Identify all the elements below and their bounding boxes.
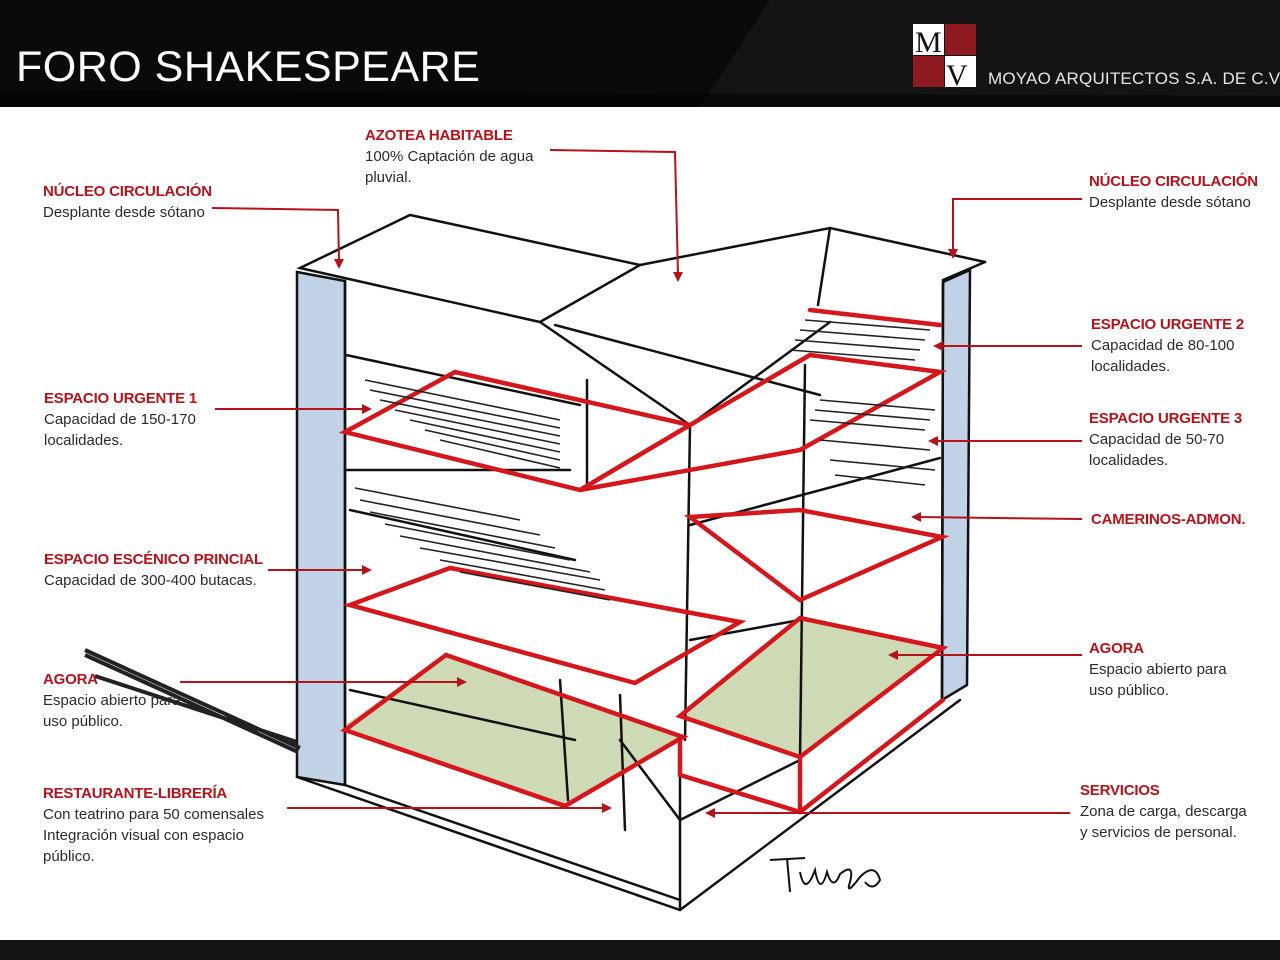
leader-nucleo-right — [952, 198, 1082, 252]
annotation-line: pluvial. — [365, 169, 412, 186]
annotation-line: uso público. — [1089, 682, 1170, 699]
annotation-urgente1: ESPACIO URGENTE 1 Capacidad de 150-170 l… — [44, 388, 197, 451]
annotation-title: AGORA — [43, 671, 98, 688]
annotation-line: Capacidad de 150-170 — [44, 411, 196, 428]
annotation-line: Con teatrino para 50 comensales — [43, 806, 264, 823]
circulation-core-right — [940, 268, 972, 703]
seating-tiers — [354, 319, 936, 601]
annotation-line: localidades. — [1091, 358, 1171, 375]
agora-plaza-right — [680, 618, 943, 757]
slab-highlights — [338, 307, 950, 815]
annotation-agora-left: AGORA Espacio abierto para uso público. — [43, 669, 181, 732]
annotation-line: Capacidad de 300-400 butacas. — [44, 572, 257, 589]
agora-plaza-left — [340, 655, 683, 806]
annotation-nucleo-right: NÚCLEO CIRCULACIÓN Desplante desde sótan… — [1089, 171, 1258, 213]
annotation-title: CAMERINOS-ADMON. — [1091, 511, 1246, 528]
annotation-line: localidades. — [44, 432, 124, 449]
footer-bar — [0, 940, 1280, 960]
logo-monogram: M V — [915, 26, 968, 87]
annotation-line: público. — [43, 848, 95, 865]
leader-lines — [180, 149, 1083, 814]
annotation-title: AGORA — [1089, 640, 1144, 657]
circulation-core-left — [295, 270, 347, 787]
annotation-line: Capacidad de 50-70 — [1089, 431, 1225, 448]
leader-arrowheads — [334, 249, 958, 818]
annotation-line: y servicios de personal. — [1080, 824, 1237, 841]
annotation-line: Desplante desde sótano — [43, 204, 205, 221]
annotation-title: SERVICIOS — [1080, 782, 1160, 799]
header-banner: FORO SHAKESPEARE M V MOYAO ARQUITECTOS S… — [0, 0, 1280, 107]
annotation-escenico: ESPACIO ESCÉNICO PRINCIAL Capacidad de 3… — [44, 549, 263, 591]
annotation-line: Zona de carga, descarga — [1080, 803, 1247, 820]
annotation-line: Espacio abierto para — [1089, 661, 1227, 678]
firm-name: MOYAO ARQUITECTOS S.A. DE C.V. — [988, 69, 1280, 88]
annotation-urgente2: ESPACIO URGENTE 2 Capacidad de 80-100 lo… — [1091, 314, 1244, 377]
annotation-agora-right: AGORA Espacio abierto para uso público. — [1089, 638, 1227, 701]
svg-text:M: M — [915, 26, 942, 59]
annotation-title: NÚCLEO CIRCULACIÓN — [1089, 173, 1258, 190]
annotation-line: Desplante desde sótano — [1089, 194, 1251, 211]
annotation-line: Capacidad de 80-100 — [1091, 337, 1235, 354]
annotation-nucleo-left: NÚCLEO CIRCULACIÓN Desplante desde sótan… — [43, 181, 212, 223]
annotation-camerinos: CAMERINOS-ADMON. — [1091, 509, 1245, 530]
annotation-title: AZOTEA HABITABLE — [365, 127, 513, 144]
annotation-line: Espacio abierto para — [43, 692, 181, 709]
annotation-line: uso público. — [43, 713, 124, 730]
annotation-servicios: SERVICIOS Zona de carga, descarga y serv… — [1080, 780, 1247, 843]
annotation-line: localidades. — [1089, 452, 1169, 469]
annotation-title: ESPACIO URGENTE 2 — [1091, 316, 1245, 333]
annotation-title: ESPACIO URGENTE 3 — [1089, 410, 1243, 427]
annotation-azotea: AZOTEA HABITABLE 100% Captación de agua … — [365, 125, 533, 188]
svg-text:V: V — [946, 59, 968, 87]
firm-logo: M V — [913, 24, 976, 87]
annotation-title: RESTAURANTE-LIBRERÍA — [43, 785, 228, 802]
annotation-restaurante: RESTAURANTE-LIBRERÍA Con teatrino para 5… — [43, 783, 264, 867]
ground-line — [84, 648, 301, 754]
annotation-title: ESPACIO URGENTE 1 — [44, 390, 198, 407]
page-title: FORO SHAKESPEARE — [16, 43, 481, 91]
annotation-line: 100% Captación de agua — [365, 148, 534, 165]
annotation-title: NÚCLEO CIRCULACIÓN — [43, 183, 212, 200]
annotation-title: ESPACIO ESCÉNICO PRINCIAL — [44, 551, 263, 568]
header-background — [0, 0, 1280, 107]
leader-azotea — [549, 149, 679, 276]
leader-nucleo-left — [211, 207, 340, 263]
annotation-line: Integración visual con espacio — [43, 827, 244, 844]
annotation-urgente3: ESPACIO URGENTE 3 Capacidad de 50-70 loc… — [1089, 408, 1242, 471]
architect-signature — [769, 857, 882, 893]
leader-camerinos — [917, 516, 1083, 520]
building-outline — [295, 213, 987, 912]
